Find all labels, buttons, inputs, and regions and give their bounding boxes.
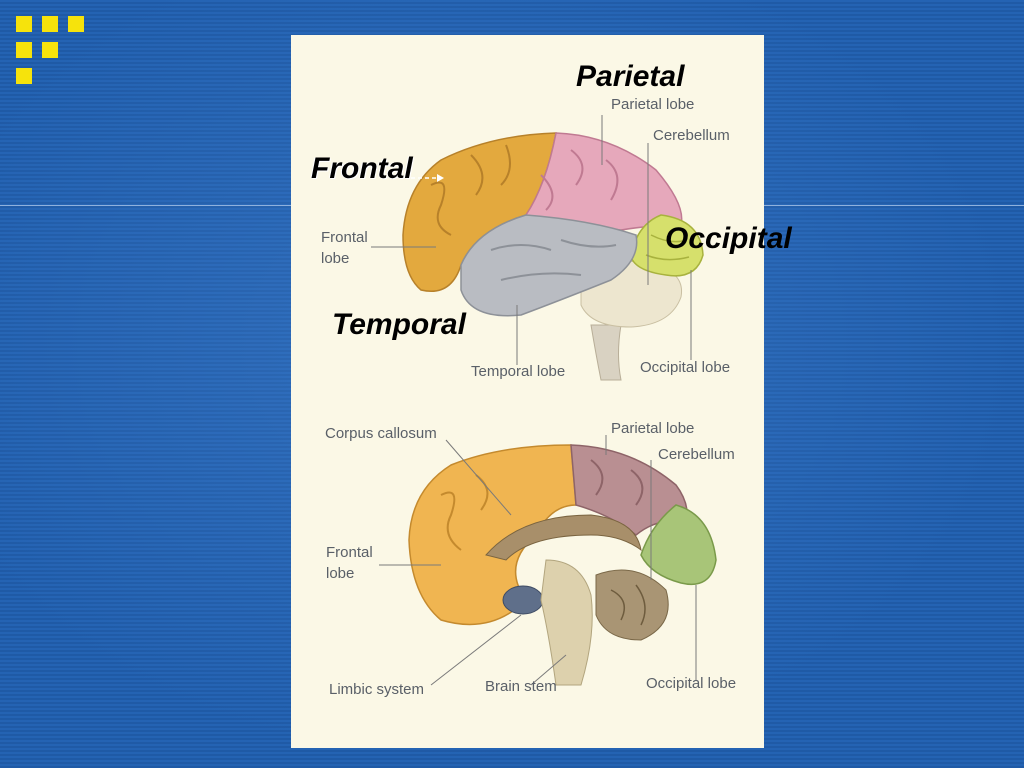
lateral-frontal-label-line2: lobe: [321, 250, 350, 267]
medial-limbic-system-label: Limbic system: [329, 681, 425, 698]
medial-cerebellum-label: Cerebellum: [658, 446, 735, 463]
medial-frontal-label-line2: lobe: [326, 565, 355, 582]
medial-frontal-label-line1: Frontal: [326, 544, 373, 561]
temporal-overlay-label: Temporal: [332, 308, 466, 341]
medial-brain: [408, 444, 717, 686]
medial-corpus-callosum: [485, 514, 642, 561]
medial-leader-lines: [379, 435, 697, 686]
brain-image-panel: Parietal lobe Cerebellum Frontal lobe Te…: [291, 35, 764, 748]
medial-brain-stem: [540, 559, 593, 686]
lateral-brain-stem: [590, 324, 622, 381]
lateral-frontal-label-line1: Frontal: [321, 229, 368, 246]
medial-occipital-lobe-label: Occipital lobe: [646, 675, 737, 692]
lateral-temporal-lobe-label: Temporal lobe: [471, 363, 566, 380]
frontal-arrow: [411, 174, 444, 182]
yellow-squares-icon: [16, 16, 88, 88]
medial-brain-stem-label: Brain stem: [485, 678, 557, 695]
lateral-cerebellum-label: Cerebellum: [653, 127, 730, 144]
medial-corpus-callosum-label: Corpus callosum: [325, 425, 437, 442]
lateral-brain: [402, 132, 704, 381]
lateral-parietal-lobe-label: Parietal lobe: [611, 96, 695, 113]
parietal-overlay-label: Parietal: [576, 60, 685, 93]
medial-cerebellum: [595, 569, 669, 641]
frontal-overlay-label: Frontal: [311, 152, 413, 185]
brain-illustration: [371, 115, 717, 686]
lateral-occipital-lobe-label: Occipital lobe: [640, 359, 731, 376]
lateral-leader-lines: [371, 115, 692, 365]
medial-parietal-lobe-label: Parietal lobe: [611, 420, 695, 437]
medial-limbic-system: [502, 585, 544, 615]
medial-occipital-lobe: [640, 504, 717, 585]
occipital-overlay-label: Occipital: [665, 222, 792, 255]
lateral-temporal-lobe: [460, 214, 638, 317]
